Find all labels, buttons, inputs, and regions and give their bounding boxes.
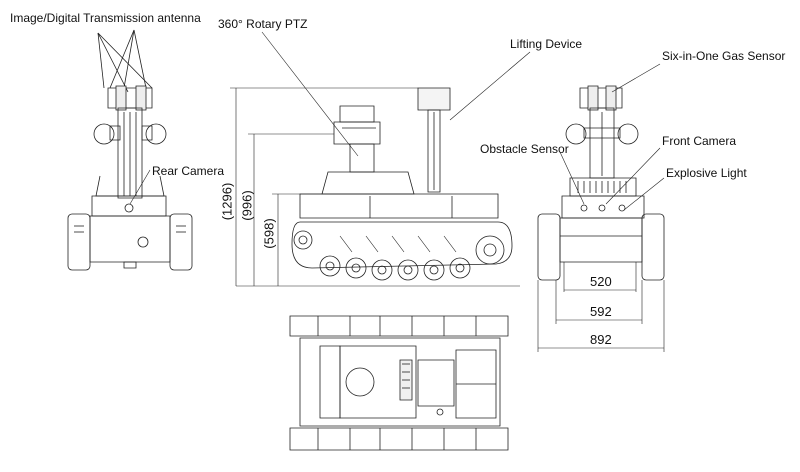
antenna-label: Image/Digital Transmission antenna (10, 11, 201, 25)
height-total-dimension: (1296) (219, 182, 235, 221)
height-dimension-lines (230, 88, 418, 286)
obstacle-sensor-label: Obstacle Sensor (480, 142, 569, 156)
gas-sensor-label: Six-in-One Gas Sensor (662, 49, 786, 63)
width-mid-dimension: 592 (590, 304, 612, 319)
rear-camera-label: Rear Camera (152, 164, 225, 178)
explosive-light-label: Explosive Light (666, 166, 747, 180)
lifting-device-label: Lifting Device (510, 37, 583, 51)
rear-view (68, 30, 192, 270)
height-mid-dimension: (996) (239, 190, 255, 221)
side-view (236, 88, 520, 286)
height-body-dimension: (598) (261, 218, 277, 249)
front-camera-label: Front Camera (662, 134, 737, 148)
width-inner-dimension: 520 (590, 274, 612, 289)
callout-leaders (130, 32, 664, 210)
front-view (538, 86, 664, 352)
ptz-label: 360° Rotary PTZ (218, 17, 308, 31)
width-outer-dimension: 892 (590, 332, 612, 347)
top-view (290, 316, 508, 450)
